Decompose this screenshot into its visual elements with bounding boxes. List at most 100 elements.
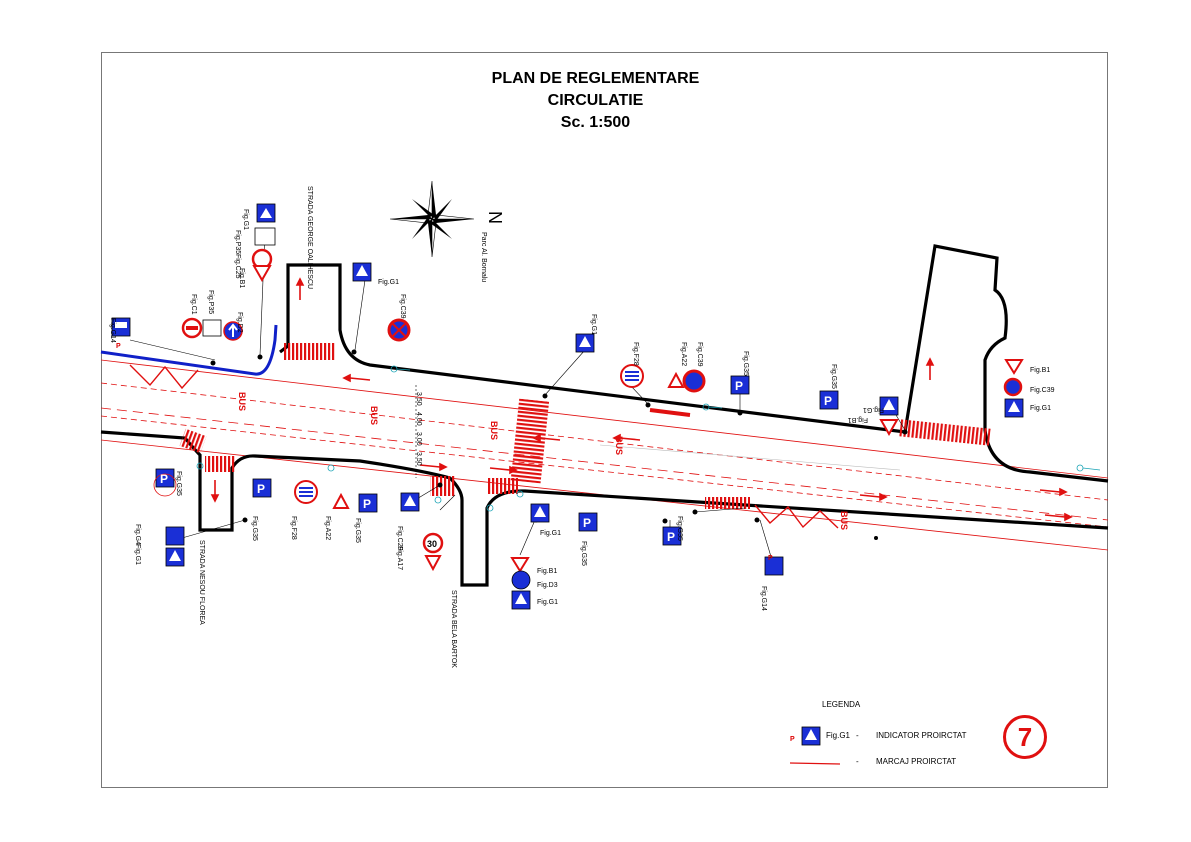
sign-g1-c: Fig.G1 bbox=[575, 314, 597, 353]
bus-mark: BUS bbox=[369, 406, 379, 425]
sign-f28-a22-bl: Fig.F28 Fig.A22 bbox=[290, 480, 350, 540]
zigzag-marking bbox=[129, 364, 199, 390]
svg-text:P: P bbox=[735, 379, 743, 393]
sign-label: Fig.A22 bbox=[680, 342, 687, 366]
sign-label: Fig.G1 bbox=[378, 279, 399, 286]
svg-text:P: P bbox=[363, 497, 371, 511]
sign-label: Fig.B1 bbox=[1030, 367, 1050, 374]
sign-label: Fig.G35 bbox=[830, 364, 837, 389]
sign-g35-f: P Fig.G35 bbox=[662, 516, 683, 546]
sign-c29-a17: 30 Fig.C29 Fig.A17 bbox=[396, 526, 444, 572]
sign-cluster-f28-a22: Fig.F28 Fig.A22 Fig.C39 bbox=[620, 342, 706, 393]
sign-label: Fig.C25 bbox=[234, 254, 241, 279]
sign-label: Fig.P35 bbox=[207, 290, 214, 314]
sign-g35-e: P Fig.G1 Fig.G35 bbox=[530, 503, 598, 566]
sign-g14-left: P Fig.G14 bbox=[109, 317, 131, 350]
legend-sign-fig: Fig.G1 bbox=[826, 731, 851, 740]
crosswalks bbox=[179, 343, 991, 509]
sign-g35-d: P Fig.G35 bbox=[354, 493, 378, 543]
sign-g14-bm: P Fig.G14 bbox=[760, 555, 784, 611]
sign-label: Fig.G1 bbox=[134, 544, 141, 565]
sign-label: Fig.G14 bbox=[760, 586, 767, 611]
sign-label: Fig.G35 bbox=[175, 471, 182, 496]
sign-label: Fig.G1 bbox=[537, 599, 558, 606]
legend-graphics: P bbox=[789, 726, 841, 765]
dimension-label: 3.00 bbox=[415, 432, 422, 446]
hatch-bar bbox=[649, 408, 691, 417]
sign-label: Fig.C39 bbox=[1030, 387, 1055, 394]
sign-label: Fig.G35 bbox=[354, 518, 361, 543]
sign-label: Fig.G1 bbox=[242, 209, 249, 230]
bus-lane-markings: BUS BUS BUS BUS BUS bbox=[237, 392, 849, 530]
sign-label: Fig.G1 bbox=[1030, 405, 1051, 412]
sign-g1-b1-right: Fig.G1 Fig.B1 bbox=[848, 396, 899, 437]
sign-label: Fig.C1 bbox=[190, 294, 197, 315]
bus-mark: BUS bbox=[839, 511, 849, 530]
sign-label: Fig.D2 bbox=[236, 312, 243, 333]
sign-label: Fig.G35 bbox=[742, 351, 749, 376]
street-label: Parc Al. Bornalu bbox=[480, 232, 487, 282]
sign-g35-bl: P Fig.G35 bbox=[153, 468, 182, 497]
lane-markings bbox=[100, 359, 1109, 551]
sign-label: Fig.G1 bbox=[540, 530, 561, 537]
cyan-markers bbox=[196, 365, 1101, 512]
legend-dash: - bbox=[856, 757, 859, 766]
zigzag-marking bbox=[754, 504, 839, 529]
sign-label: Fig.C29 bbox=[396, 526, 403, 551]
north-label: N bbox=[485, 211, 505, 224]
north-arrow-icon bbox=[389, 180, 475, 258]
sign-label: Fig.F28 bbox=[290, 516, 297, 540]
sign-stack-top: Fig.G1 Fig.P35 Fig.C25 Fig.B1 bbox=[234, 203, 276, 288]
sheet-number-badge: 7 bbox=[1003, 715, 1047, 759]
sign-label: Fig.G35 bbox=[676, 516, 683, 541]
legend-title: LEGENDA bbox=[822, 700, 861, 709]
svg-text:P: P bbox=[257, 482, 265, 496]
sign-label: Fig.C39 bbox=[696, 342, 703, 367]
dimension-label: 4.00 bbox=[415, 412, 422, 426]
sign-label: Fig.G1 bbox=[863, 406, 884, 413]
sign-label: Fig.G14 bbox=[109, 318, 116, 343]
speed-limit-value: 30 bbox=[427, 539, 437, 549]
dimension-label: 3.50 bbox=[415, 392, 422, 406]
legend-item-marking: MARCAJ PROIRCTAT bbox=[876, 757, 957, 766]
drawing-frame bbox=[101, 52, 1108, 788]
existing-curb bbox=[100, 324, 278, 376]
sign-stack-far-right: Fig.B1 Fig.C39 Fig.G1 bbox=[1003, 359, 1055, 418]
sign-label: Fig.P35 bbox=[234, 230, 241, 254]
sign-label: Fig.B1 bbox=[238, 268, 245, 288]
svg-text:P: P bbox=[160, 472, 168, 486]
sign-g35-b: P Fig.G35 bbox=[819, 364, 839, 410]
street-label: STRADA BELA BARTOK bbox=[450, 590, 457, 668]
sign-label: Fig.G35 bbox=[251, 516, 258, 541]
legend-p-mark: P bbox=[790, 736, 795, 743]
sign-label: Fig.G4 bbox=[134, 524, 141, 545]
sign-label: Fig.B1 bbox=[848, 416, 868, 423]
sign-label: Fig.C39 bbox=[399, 294, 406, 319]
svg-text:P: P bbox=[667, 530, 675, 544]
plan-title: PLAN DE REGLEMENTARE bbox=[491, 70, 700, 87]
sign-label: Fig.D3 bbox=[537, 582, 558, 589]
svg-text:P: P bbox=[768, 555, 773, 562]
plan-scale: Sc. 1:500 bbox=[560, 114, 631, 131]
sign-c39: Fig.C39 bbox=[387, 294, 411, 342]
sign-label: Fig.A22 bbox=[324, 516, 331, 540]
sign-label: Fig.B1 bbox=[537, 568, 557, 575]
sign-g1-d bbox=[400, 492, 420, 512]
sign-g35-c: P Fig.G35 bbox=[251, 478, 272, 541]
sign-label: Fig.A17 bbox=[396, 546, 403, 570]
sign-g35-a: P Fig.G35 bbox=[730, 351, 750, 395]
svg-text:P: P bbox=[583, 516, 591, 530]
sign-label: Fig.F28 bbox=[632, 342, 639, 366]
street-label: STRADA GEORGE OALIHESCU bbox=[306, 186, 313, 289]
dimension-label: 3.50 bbox=[415, 452, 422, 466]
bus-mark: BUS bbox=[237, 392, 247, 411]
sign-stack-bela-bartok: Fig.B1 Fig.D3 Fig.G1 bbox=[510, 557, 558, 610]
sign-cluster-c1-p35-d2: Fig.C1 Fig.P35 Fig.D2 bbox=[181, 290, 243, 341]
bus-mark: BUS bbox=[614, 436, 624, 455]
sign-label: Fig.G35 bbox=[580, 541, 587, 566]
sign-g4-g1-stack: Fig.G4 Fig.G1 bbox=[134, 524, 185, 567]
sign-label: Fig.G1 bbox=[590, 314, 597, 335]
plan-subtitle: CIRCULATIE bbox=[547, 92, 644, 109]
direction-arrows bbox=[210, 277, 1073, 522]
